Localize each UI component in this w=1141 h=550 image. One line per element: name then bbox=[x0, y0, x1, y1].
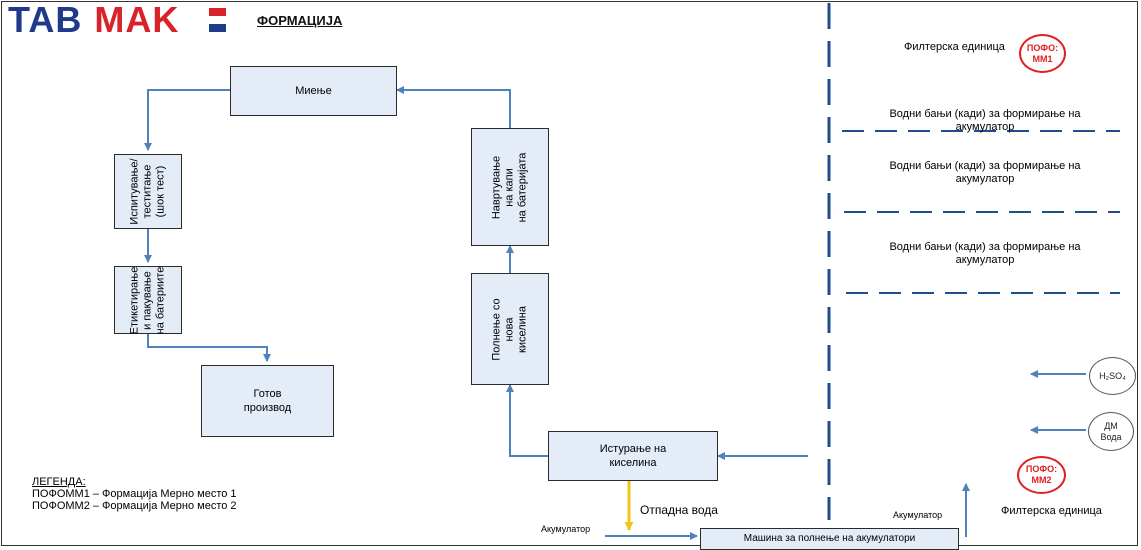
arrow-labeling-to-finished bbox=[147, 334, 271, 362]
arrow-caps-to-wash bbox=[396, 86, 511, 128]
legend-line-1: ПОФОММ1 – Формација Мерно место 1 bbox=[32, 488, 237, 500]
bath-label-1: Водни бањи (кади) за формирање на акумул… bbox=[889, 108, 1081, 133]
dm-water-source-icon: ДМ Вода bbox=[1088, 412, 1134, 451]
waste-water-label: Отпадна вода bbox=[640, 503, 718, 517]
accumulator-in-label: Акумулатор bbox=[541, 524, 591, 534]
bath-label-2: Водни бањи (кади) за формирање на акумул… bbox=[889, 160, 1081, 185]
process-wash-label: Миење bbox=[295, 85, 332, 97]
process-labeling-label: Етикетирање и пакување на батериите bbox=[128, 266, 167, 334]
legend-title: ЛЕГЕНДА: bbox=[32, 476, 86, 488]
process-caps-label: Навртување на капи на батериjата bbox=[490, 152, 529, 222]
company-logo: TAB MAK bbox=[8, 2, 179, 38]
measurement-point-mm1-icon: ПОФО: ММ1 bbox=[1019, 34, 1066, 73]
measurement-point-mm2-icon: ПОФО: ММ2 bbox=[1017, 456, 1066, 494]
logo-mak-text: MAK bbox=[94, 0, 180, 40]
logo-tab-text: TAB bbox=[8, 0, 83, 40]
process-finished-product: Готов производ bbox=[201, 365, 334, 437]
page-title: ФОРМАЦИЈА bbox=[257, 13, 343, 28]
legend-line-2: ПОФОММ2 – Формација Мерно место 2 bbox=[32, 500, 237, 512]
process-filling-machine: Машина за полнење на акумулатори bbox=[700, 528, 959, 550]
process-labeling: Етикетирање и пакување на батериите bbox=[114, 266, 182, 334]
h2so4-source-icon: H₂SO₄ bbox=[1089, 357, 1136, 395]
process-testing-label: Испитување/ теститање (шок тест) bbox=[128, 158, 167, 225]
arrow-wash-to-testing bbox=[144, 89, 230, 151]
logo-flag-icon bbox=[209, 8, 226, 32]
process-refill-label: Полнење со нова киселина bbox=[490, 297, 529, 361]
process-wash: Миење bbox=[230, 66, 397, 116]
process-testing: Испитување/ теститање (шок тест) bbox=[114, 154, 182, 229]
legend: ЛЕГЕНДА: ПОФОММ1 – Формација Мерно место… bbox=[32, 476, 237, 512]
process-filling-machine-label: Машина за полнење на акумулатори bbox=[743, 533, 916, 544]
bath-label-3: Водни бањи (кади) за формирање на акумул… bbox=[889, 241, 1081, 266]
process-pour-acid: Истурање на киселина bbox=[548, 431, 718, 481]
filter-unit-top-label: Филтерска единица bbox=[904, 41, 1005, 53]
filter-unit-bottom-label: Филтерска единица bbox=[1001, 505, 1102, 517]
process-caps: Навртување на капи на батериjата bbox=[471, 128, 549, 246]
accumulator-out-label: Акумулатор bbox=[893, 510, 943, 520]
arrow-pour-to-refill bbox=[506, 384, 548, 457]
process-refill-acid: Полнење со нова киселина bbox=[471, 273, 549, 385]
process-finished-label: Готов производ bbox=[243, 388, 292, 414]
process-pour-label: Истурање на киселина bbox=[599, 443, 667, 469]
